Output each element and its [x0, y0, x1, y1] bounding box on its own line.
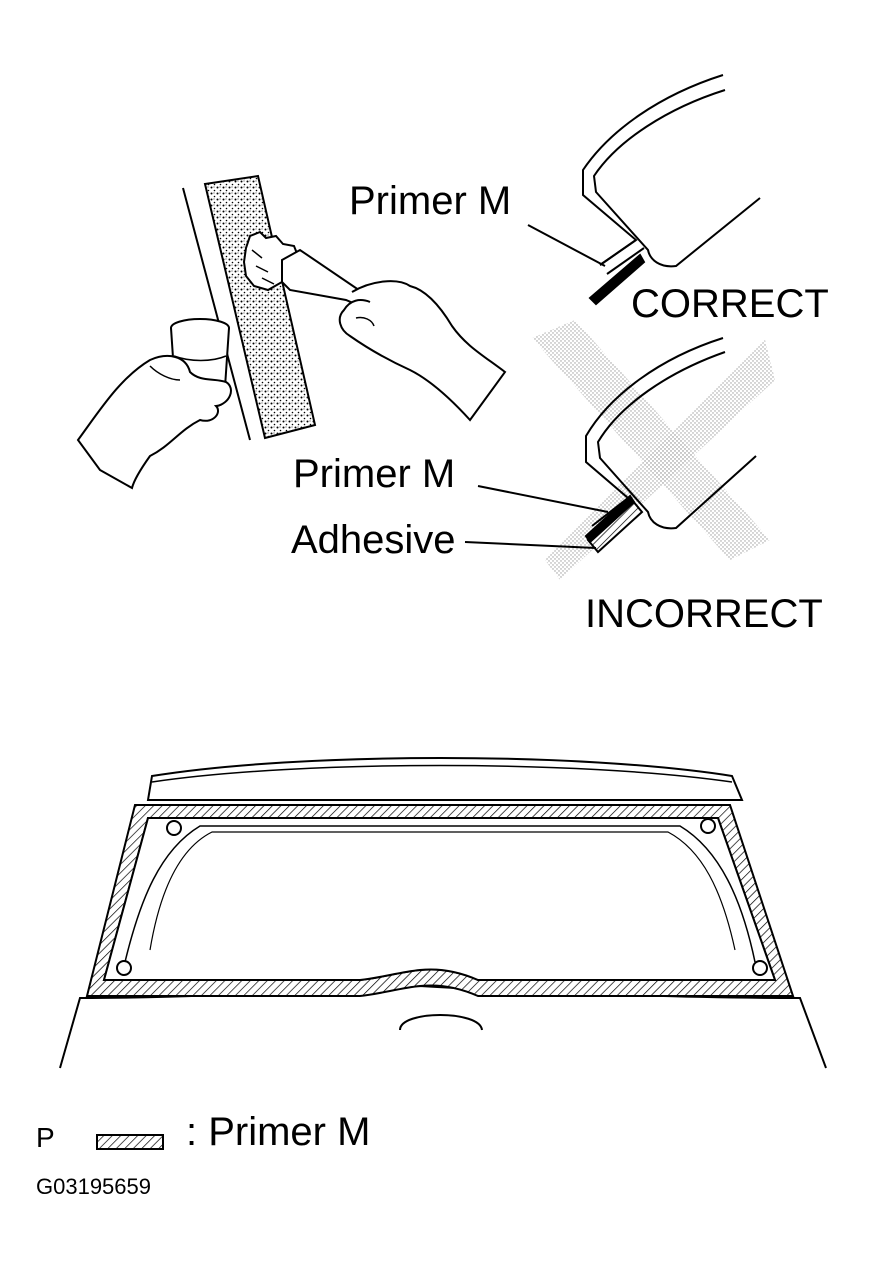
correct-primer-leader: [527, 224, 606, 267]
primer-stripe: [203, 174, 317, 440]
mount-hole-icon: [116, 960, 132, 976]
incorrect-primer-label: Primer M: [293, 452, 456, 496]
primer-legend-swatch: [96, 1134, 164, 1150]
back-door-illustration: [59, 757, 827, 1069]
legend-text: : Primer M: [186, 1110, 371, 1154]
left-hand: [76, 355, 232, 490]
adhesive-label: Adhesive: [291, 518, 456, 562]
incorrect-x-stroke-1: [532, 320, 770, 560]
figure-code: G03195659: [36, 1174, 151, 1199]
incorrect-label: INCORRECT: [585, 592, 823, 636]
adhesive-leader: [464, 541, 597, 549]
mount-hole-icon: [166, 820, 182, 836]
roof-spoiler: [146, 757, 744, 801]
correct-primer-label: Primer M: [349, 179, 512, 223]
mount-hole-icon: [752, 960, 768, 976]
legend-symbol-letter: P: [36, 1122, 55, 1153]
incorrect-primer-leader: [477, 485, 609, 513]
panel-edge-line: [182, 187, 251, 441]
primer-application-illustration: [76, 174, 507, 490]
incorrect-cross-section: [464, 320, 775, 580]
right-hand: [338, 280, 507, 422]
mount-hole-icon: [700, 818, 716, 834]
correct-cross-section: [527, 74, 761, 306]
correct-primer-strip: [588, 253, 646, 306]
incorrect-primer-layer: [584, 494, 636, 544]
correct-label: CORRECT: [631, 282, 829, 326]
door-handle-recess: [399, 1014, 483, 1031]
